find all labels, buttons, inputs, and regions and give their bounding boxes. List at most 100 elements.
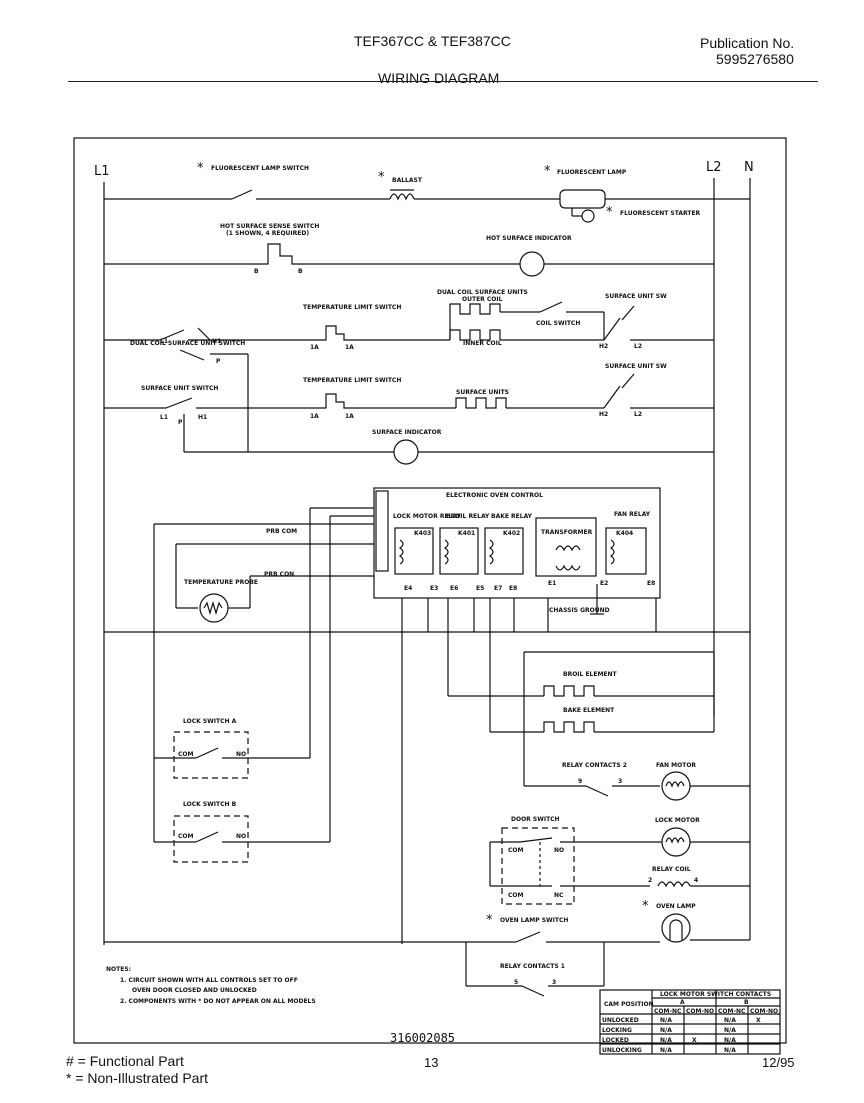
fluorescent-lamp-label: FLUORESCENT LAMP [557,169,627,176]
lock-motor-relay [394,527,434,575]
prb-con-label: PRB CON [264,571,294,578]
page-number: 13 [424,1055,438,1070]
transformer-label: TRANSFORMER [541,529,593,536]
temp-limit-switch-2 [318,393,350,409]
publication-number: 5995276580 [716,51,794,67]
svg-text:3: 3 [552,979,556,986]
svg-text:2: 2 [648,877,652,884]
svg-text:H1: H1 [212,338,221,345]
notes-line-1: 1. CIRCUIT SHOWN WITH ALL CONTROLS SET T… [120,977,298,984]
svg-text:*: * [544,164,551,179]
diagram-frame [73,137,787,1044]
lock-table-row-label: LOCKING [602,1027,632,1034]
svg-text:P: P [216,358,221,365]
lock-table-cell: N/A [660,1047,672,1054]
svg-text:E1: E1 [548,580,556,587]
lock-switch-a-label: LOCK SWITCH A [183,718,237,725]
broil-relay [439,527,479,575]
svg-text:K401: K401 [458,530,475,537]
temperature-probe-label: TEMPERATURE PROBE [184,579,258,586]
svg-text:E8: E8 [647,580,655,587]
surface-indicator [393,439,419,465]
svg-text:5: 5 [514,979,518,986]
outer-coil-label: OUTER COIL [462,296,503,303]
temp-limit-switch-2-label: TEMPERATURE LIMIT SWITCH [303,377,401,384]
footer-date: 12/95 [762,1055,795,1070]
footer-functional-part: # = Functional Part [66,1053,184,1069]
svg-text:E2: E2 [600,580,608,587]
prb-com-label: PRB COM [266,528,297,535]
svg-text:E3: E3 [430,585,438,592]
svg-text:NO: NO [236,833,246,840]
oven-lamp-switch [515,931,541,943]
temp-limit-switch-1 [318,325,350,341]
bake-element-label: BAKE ELEMENT [563,707,615,714]
eoc-connector [375,490,389,572]
svg-text:1A: 1A [345,344,354,351]
relay-contacts-2-label: RELAY CONTACTS 2 [562,762,627,769]
lock-table-cell: N/A [660,1017,672,1024]
surface-unit-sw-1-label: SURFACE UNIT SW [605,293,667,300]
notes-line-1b: OVEN DOOR CLOSED AND UNLOCKED [132,987,257,994]
svg-text:E7: E7 [494,585,502,592]
document-number: 316002085 [390,1031,455,1045]
notes-heading: NOTES: [106,966,131,973]
coil-switch-label: COIL SWITCH [536,320,580,327]
inner-coil [449,329,501,341]
fluorescent-starter [581,209,595,223]
fluorescent-lamp [559,189,606,209]
surface-indicator-label: SURFACE INDICATOR [372,429,442,436]
surface-units-label: SURFACE UNITS [456,389,509,396]
diagram-title: WIRING DIAGRAM [378,70,500,86]
ballast-label: BALLAST [392,177,423,184]
surface-unit-sw-2-label: SURFACE UNIT SW [605,363,667,370]
header-rule [68,81,818,82]
hot-surface-indicator-label: HOT SURFACE INDICATOR [486,235,572,242]
lock-table-cell: X [756,1017,761,1024]
svg-text:B: B [254,268,259,275]
relay-coil [657,881,691,888]
svg-text:H2: H2 [599,343,608,350]
svg-text:*: * [486,913,493,928]
svg-text:P: P [178,419,183,426]
publication-label: Publication No. [700,35,795,51]
svg-text:COM: COM [508,892,524,899]
oven-lamp [661,913,691,943]
svg-text:*: * [378,170,385,185]
dual-coil-surface-units-label: DUAL COIL SURFACE UNITS [437,289,528,296]
surface-unit-switch [165,397,193,409]
footer-non-illustrated-part: * = Non-Illustrated Part [66,1070,208,1086]
lock-table-title: LOCK MOTOR SWITCH CONTACTS [660,991,771,998]
lock-table-cell: X [692,1037,697,1044]
svg-text:L2: L2 [634,343,642,350]
fluorescent-lamp-switch [231,189,253,200]
svg-text:B: B [298,268,303,275]
svg-text:COM-NC: COM-NC [654,1008,682,1015]
svg-text:L1: L1 [160,414,168,421]
svg-text:H1: H1 [198,414,207,421]
lock-table-cell: N/A [724,1017,736,1024]
hot-surface-sense-switch [258,243,302,265]
bake-relay-label: BAKE RELAY [491,513,533,520]
lock-table-row-label: UNLOCKED [602,1017,639,1024]
eoc-label: ELECTRONIC OVEN CONTROL [446,492,543,499]
relay-contacts-1-label: RELAY CONTACTS 1 [500,963,565,970]
surface-unit-sw-2 [603,385,621,409]
ballast-coil [389,193,415,201]
broil-element-label: BROIL ELEMENT [563,671,618,678]
svg-text:1A: 1A [310,344,319,351]
svg-text:COM: COM [508,847,524,854]
temp-limit-switch-1-label: TEMPERATURE LIMIT SWITCH [303,304,401,311]
svg-text:COM: COM [178,751,194,758]
lock-table-cell: N/A [724,1037,736,1044]
oven-lamp-label: OVEN LAMP [656,903,696,910]
bake-relay [484,527,524,575]
hot-surface-sense-label: HOT SURFACE SENSE SWITCH [220,223,319,230]
svg-text:4: 4 [694,877,698,884]
relay-coil-label: RELAY COIL [652,866,691,873]
svg-text:L2: L2 [634,411,642,418]
fluorescent-starter-label: FLUORESCENT STARTER [620,210,701,217]
svg-text:E6: E6 [450,585,458,592]
svg-text:COM-NC: COM-NC [718,1008,746,1015]
